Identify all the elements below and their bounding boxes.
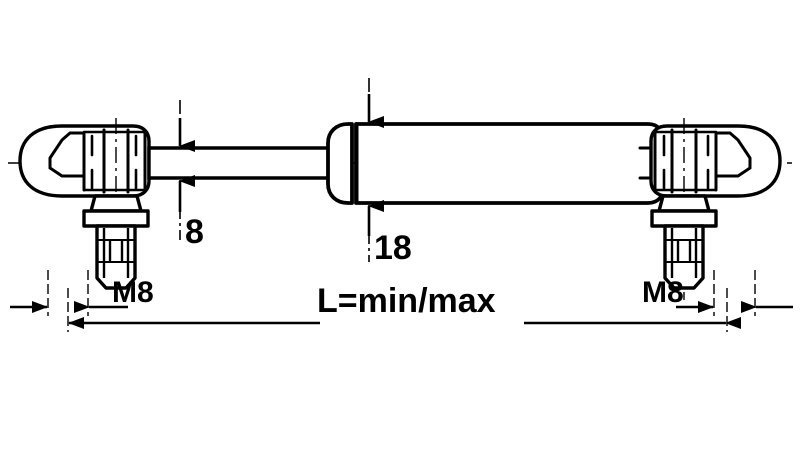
piston-rod [147,146,334,180]
right-ball-joint-end-fitting [638,124,782,198]
cylinder-diameter-dimension: 18 [367,78,412,267]
overall-length-label: L=min/max [317,282,496,320]
right-thread-dimension: M8 [642,276,793,313]
rod-diameter-label: 8 [185,213,204,251]
left-stud-thread-lines [97,228,135,278]
cylinder-diameter-label: 18 [374,229,412,267]
left-thread-label: M8 [112,276,154,309]
right-ball-socket-detail [653,128,752,194]
overall-length-dimension: L=min/max [68,282,741,329]
right-threaded-stud [650,194,718,290]
left-threaded-stud [82,194,150,290]
left-ball-joint-end-fitting [18,124,162,198]
cylinder-tube [326,122,666,205]
left-ball-socket-detail [48,128,147,194]
right-thread-label: M8 [642,276,684,309]
left-thread-dimension: M8 [10,276,154,313]
rod-diameter-dimension: 8 [178,100,204,251]
right-stud-thread-lines [665,228,703,278]
